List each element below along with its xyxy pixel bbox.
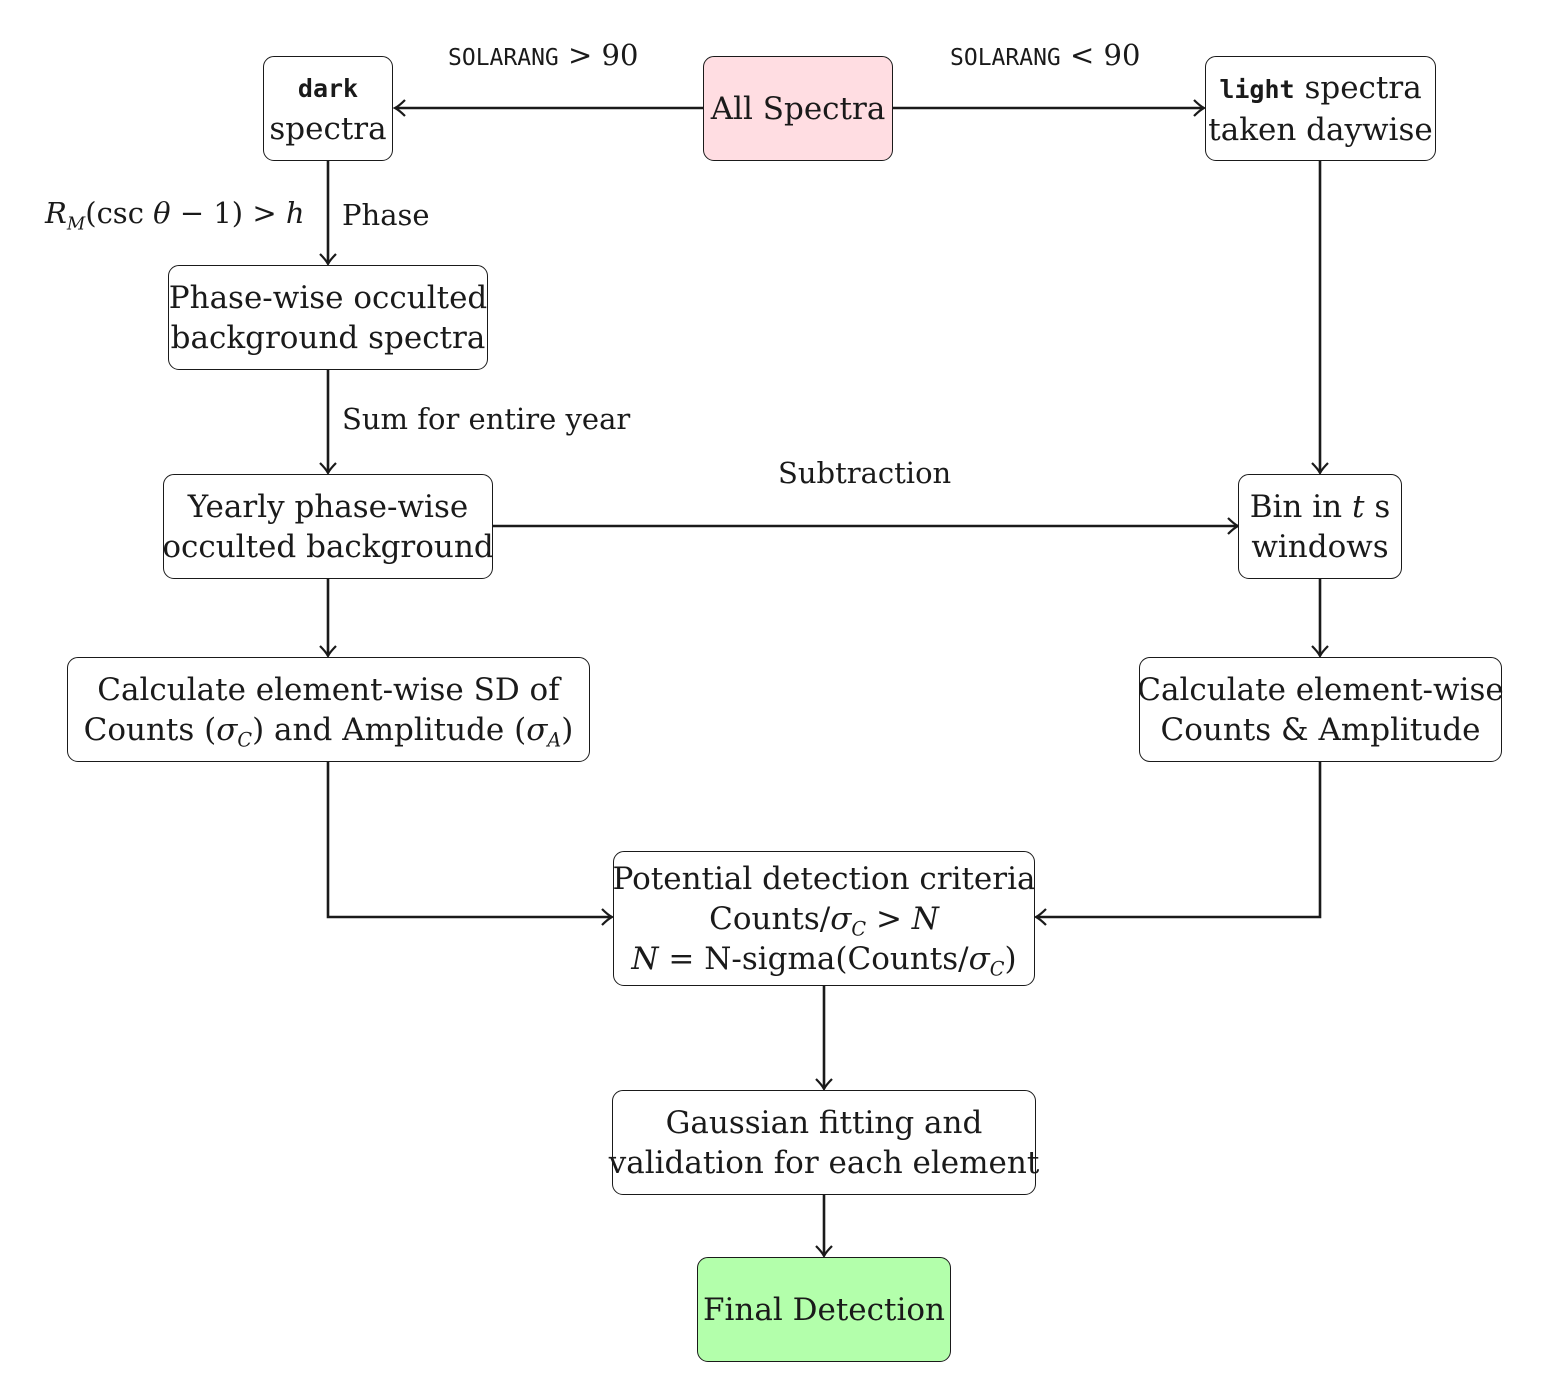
node-calculate-elementwise: Calculate element-wise Counts & Amplitud… <box>1137 657 1504 762</box>
criteria-l2-op: > <box>866 900 912 937</box>
solarang-code: SOLARANG <box>448 45 559 71</box>
light-text2: taken daywise <box>1208 111 1433 148</box>
arrow-sd-to-criteria <box>326 762 615 926</box>
cond-r: R <box>45 196 67 230</box>
bin-var: t <box>1352 488 1365 525</box>
label-sum-year: Sum for entire year <box>342 402 631 436</box>
node-detection-criteria: Potential detection criteria Counts/σC >… <box>612 851 1036 986</box>
criteria-l2-sigma: σ <box>830 900 852 937</box>
gaussian-line1: Gaussian fitting and <box>665 1104 983 1141</box>
arrow-elementwise-to-criteria <box>1033 762 1322 926</box>
criteria-line2: Counts/σC > N <box>709 899 939 939</box>
sd-line2: Counts (σC) and Amplitude (σA) <box>84 710 574 750</box>
phase-occulted-line1: Phase-wise occulted <box>168 279 488 316</box>
criteria-l2-pre: Counts/ <box>709 900 831 937</box>
label-subtraction: Subtraction <box>778 456 952 490</box>
node-yearly-background: Yearly phase-wise occulted background <box>162 474 494 579</box>
sd-sub-a: A <box>547 728 562 752</box>
label-phase: Phase <box>342 198 430 232</box>
label-solarang-lt: SOLARANG < 90 <box>950 38 1140 75</box>
solarang-lt-rest: < 90 <box>1060 38 1141 72</box>
elementwise-line1: Calculate element-wise <box>1137 671 1504 708</box>
cond-h: h <box>285 196 305 230</box>
sd-sub-c: C <box>237 728 253 752</box>
node-dark-spectra: dark spectra <box>263 56 393 161</box>
node-all-spectra: All Spectra <box>703 56 893 161</box>
yearly-line1: Yearly phase-wise <box>187 488 469 525</box>
elementwise-line2: Counts & Amplitude <box>1160 711 1481 748</box>
bin-pre: Bin in <box>1249 488 1343 525</box>
node-final-detection: Final Detection <box>697 1257 951 1362</box>
cond-theta: θ <box>153 196 171 230</box>
node-gaussian-fitting: Gaussian fitting and validation for each… <box>609 1090 1039 1195</box>
cond-rest: − 1) > <box>170 196 286 230</box>
sd-close: ) <box>561 711 574 748</box>
sd-counts-pre: Counts ( <box>83 711 217 748</box>
light-line1: light spectra <box>1219 68 1421 110</box>
cond-sub: M <box>66 213 86 235</box>
bin-post: s <box>1374 488 1391 525</box>
solarang-gt-rest: > 90 <box>558 38 639 72</box>
light-code: light <box>1219 74 1295 104</box>
dark-code: dark <box>297 73 359 103</box>
bin-line2: windows <box>1251 528 1389 565</box>
criteria-line1: Potential detection criteria <box>612 860 1036 897</box>
node-calculate-sd: Calculate element-wise SD of Counts (σC)… <box>67 657 590 762</box>
criteria-l3-sub: C <box>989 957 1005 981</box>
bin-line1: Bin in t s <box>1250 487 1391 527</box>
criteria-l3-mid: = N-sigma(Counts/ <box>658 940 969 977</box>
final-detection-label: Final Detection <box>702 1291 945 1328</box>
criteria-l3-n: N <box>631 940 659 977</box>
gaussian-line2: validation for each element <box>608 1144 1040 1181</box>
node-bin-windows: Bin in t s windows <box>1238 474 1402 579</box>
label-solarang-gt: SOLARANG > 90 <box>448 38 638 75</box>
criteria-l3-sigma: σ <box>968 940 990 977</box>
phase-occulted-line2: background spectra <box>170 319 486 356</box>
criteria-l3-close: ) <box>1004 940 1017 977</box>
dark-text: spectra <box>269 110 387 147</box>
label-occultation-condition: RM(csc θ − 1) > h <box>45 196 305 233</box>
sd-sigma-a: σ <box>526 711 548 748</box>
light-text1: spectra <box>1304 69 1422 106</box>
cond-mid: (csc <box>85 196 154 230</box>
criteria-line3: N = N-sigma(Counts/σC) <box>631 939 1016 979</box>
criteria-l2-n: N <box>911 900 939 937</box>
solarang-code: SOLARANG <box>950 45 1061 71</box>
all-spectra-label: All Spectra <box>710 90 886 127</box>
sd-line1: Calculate element-wise SD of <box>97 671 560 708</box>
criteria-l2-sub: C <box>851 917 867 941</box>
yearly-line2: occulted background <box>162 528 494 565</box>
sd-mid: ) and Amplitude ( <box>252 711 527 748</box>
node-phase-occulted: Phase-wise occulted background spectra <box>168 265 488 370</box>
node-light-spectra: light spectra taken daywise <box>1205 56 1436 161</box>
sd-sigma-c: σ <box>216 711 238 748</box>
